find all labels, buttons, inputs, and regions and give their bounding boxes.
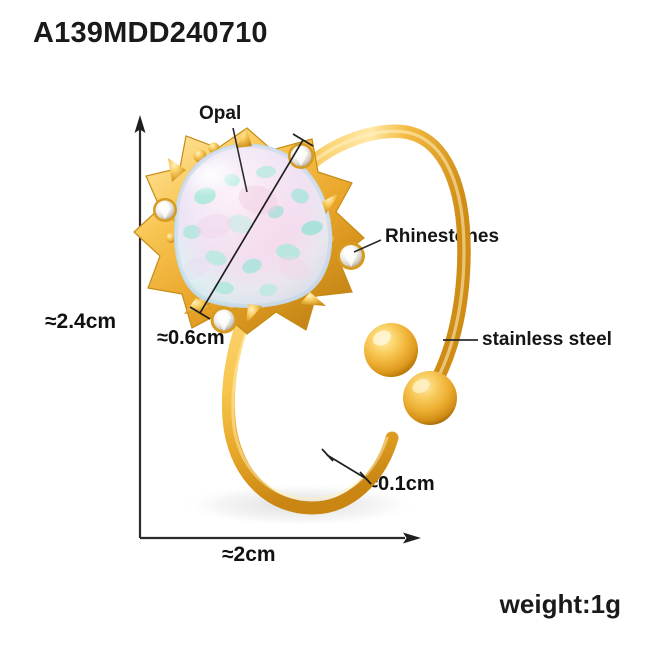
dimension-stone-tick-top xyxy=(292,133,314,147)
dimension-label-stone: ≈0.6cm xyxy=(157,327,225,349)
rhinestone xyxy=(337,242,365,270)
ring-band-upper-highlight xyxy=(294,129,466,394)
opal-stone xyxy=(173,143,333,308)
dimension-band-tick-end xyxy=(359,471,372,485)
dimension-band-thickness xyxy=(321,448,372,485)
prong xyxy=(246,304,262,324)
dimension-band-line xyxy=(326,454,366,479)
callout-label-opal: Opal xyxy=(199,103,242,124)
callout-label-stainless-steel: stainless steel xyxy=(482,329,612,350)
opal-prongs xyxy=(168,128,340,324)
ring-ball-terminals xyxy=(364,323,457,425)
leader-line-opal xyxy=(232,127,248,193)
rhinestone xyxy=(210,306,238,334)
ball-terminal-front-highlight xyxy=(372,330,392,346)
leader-line-rhinestones xyxy=(353,239,382,253)
dimension-band-tick-start xyxy=(321,448,334,462)
measurement-axes xyxy=(134,115,421,544)
product-sku: A139MDD240710 xyxy=(33,17,268,49)
axis-horizontal-arrowhead xyxy=(403,532,421,544)
ring-band-lower-left xyxy=(221,311,399,515)
dimension-label-width: ≈2cm xyxy=(222,543,276,566)
rhinestone xyxy=(288,143,314,169)
ball-terminal-back-highlight xyxy=(412,378,430,394)
prong xyxy=(168,158,186,182)
ball-terminal-front xyxy=(364,323,418,377)
axis-vertical-arrowhead xyxy=(134,115,146,133)
ball-terminal-back xyxy=(403,371,457,425)
rhinestone xyxy=(153,198,177,222)
prong xyxy=(300,292,326,306)
setting-bead xyxy=(166,233,176,243)
prong xyxy=(184,298,212,314)
dimension-stone-tick-bottom xyxy=(189,306,211,320)
ring-band-lower-highlight xyxy=(231,328,389,501)
callout-leader-lines xyxy=(232,127,478,341)
product-weight: weight:1g xyxy=(499,589,621,619)
dimension-label-height: ≈2.4cm xyxy=(45,310,117,333)
dimension-stone-line xyxy=(199,139,304,314)
prong xyxy=(236,128,252,148)
rhinestones xyxy=(153,143,365,334)
dimension-stone xyxy=(189,133,314,320)
prong xyxy=(322,192,340,214)
opal-highlight xyxy=(184,154,272,218)
ring-band xyxy=(221,124,471,515)
